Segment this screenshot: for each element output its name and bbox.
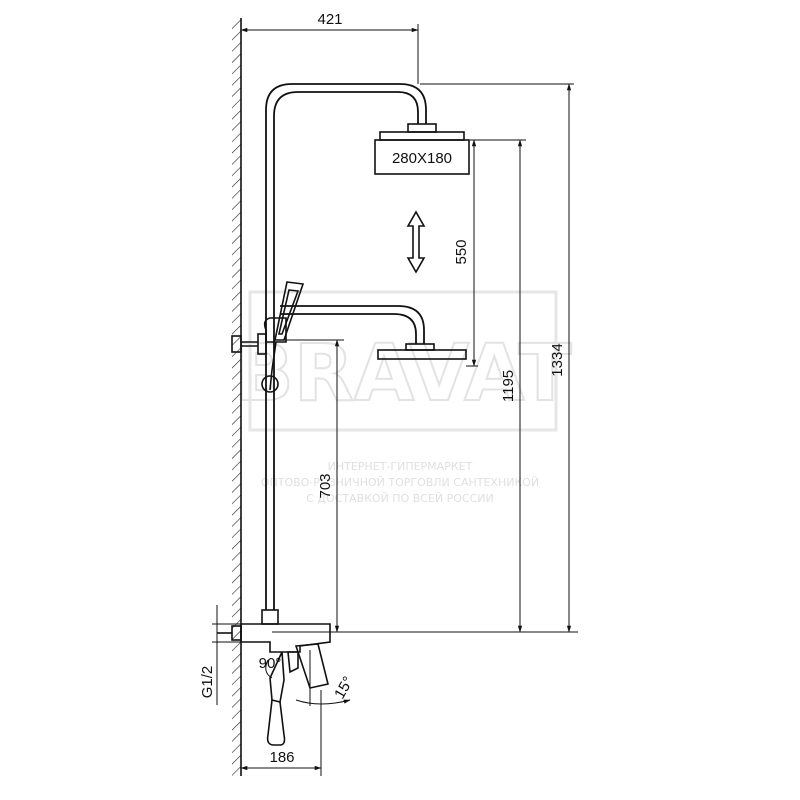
dimension-1334: 1334 [420, 83, 574, 633]
dimension-703-label: 703 [317, 473, 334, 498]
watermark-line-1: ИНТЕРНЕТ-ГИПЕРМАРКЕТ [328, 460, 473, 473]
bath-mixer [217, 609, 331, 746]
angle-annotations: 90° 15° [259, 650, 357, 706]
watermark-brand: BRAVAT [234, 329, 571, 419]
overhead-shower-head: 280X180 [374, 123, 470, 175]
angle-15-label: 15° [331, 674, 357, 702]
head-size-label: 280X180 [392, 150, 452, 167]
shower-column [265, 83, 427, 610]
dimension-703: 703 [282, 339, 344, 633]
dimension-bottom-width-label: 186 [269, 749, 294, 766]
dimension-thread-label: G1/2 [199, 666, 216, 699]
dimension-top-width-label: 421 [317, 11, 342, 28]
dimension-bottom-width: 186 [240, 690, 322, 776]
watermark-line-2: ОПТОВО-РОЗНИЧНОЙ ТОРГОВЛИ САНТЕХНИКОЙ [261, 476, 539, 489]
dimension-top-width: 421 [240, 11, 419, 84]
watermark-frame [248, 290, 558, 432]
lower-shower-head-position [280, 305, 467, 360]
angle-90-label: 90° [259, 655, 282, 672]
dimension-1195: 1195 [470, 139, 526, 633]
dimension-1195-label: 1195 [500, 370, 517, 402]
dimension-1334-label: 1334 [549, 343, 566, 376]
height-adjust-arrow-icon [406, 210, 426, 274]
watermark-line-3: С ДОСТАВКОЙ ПО ВСЕЙ РОССИИ [306, 492, 494, 505]
watermark: BRAVAT ИНТЕРНЕТ-ГИПЕРМАРКЕТ ОПТОВО-РОЗНИ… [233, 290, 573, 505]
dimension-550-label: 550 [453, 239, 470, 264]
dimension-thread: G1/2 [199, 605, 241, 705]
wall [232, 18, 242, 776]
dimension-550: 550 [453, 139, 478, 367]
